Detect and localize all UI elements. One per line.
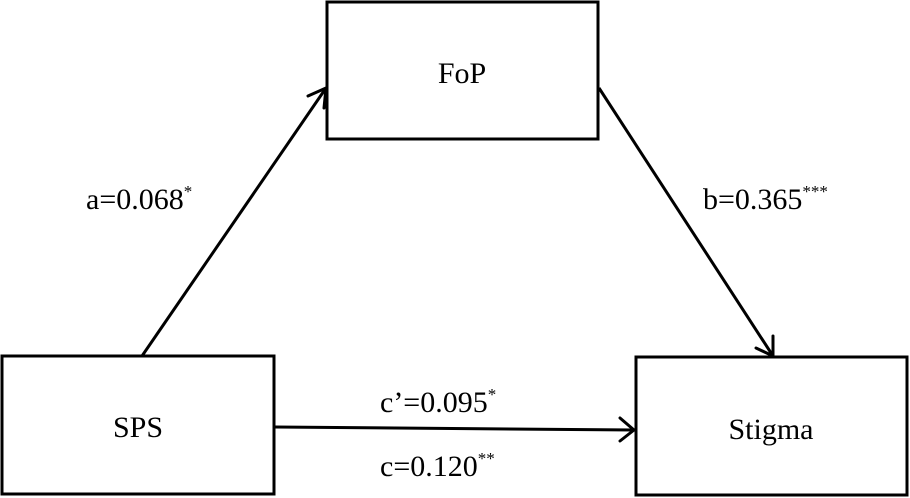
edge-a-line <box>140 87 328 357</box>
edge-c-prime-label: c’=0.095* <box>380 385 496 419</box>
edge-c-coefficient: c=0.120 <box>380 450 478 483</box>
node-stigma-box <box>634 355 909 497</box>
edge-c-line <box>274 425 635 432</box>
edge-b-significance: *** <box>802 182 828 201</box>
node-sps-box <box>0 354 276 496</box>
edge-a <box>140 86 328 357</box>
edge-c-prime-coefficient: c’=0.095 <box>380 386 488 419</box>
node-fop-label: FoP <box>438 57 486 90</box>
edge-c-significance: ** <box>478 449 495 468</box>
edge-b-line <box>597 87 775 357</box>
node-sps-label: SPS <box>113 411 163 444</box>
edge-a-label: a=0.068* <box>86 182 192 216</box>
node-fop-box <box>325 0 600 141</box>
edge-b-coefficient: b=0.365 <box>703 183 802 216</box>
edge-c-label: c=0.120** <box>380 449 495 483</box>
edge-c-prime-significance: * <box>488 385 497 404</box>
edge-c-arrowhead <box>618 416 636 443</box>
edge-b <box>597 87 775 358</box>
edge-b-label: b=0.365*** <box>703 182 828 216</box>
node-sps: SPS <box>0 354 276 496</box>
node-stigma-label: Stigma <box>728 413 813 446</box>
edge-c <box>274 416 636 443</box>
node-stigma: Stigma <box>634 355 909 497</box>
node-fop: FoP <box>325 0 600 141</box>
edge-a-significance: * <box>184 182 193 201</box>
edge-a-coefficient: a=0.068 <box>86 183 184 216</box>
